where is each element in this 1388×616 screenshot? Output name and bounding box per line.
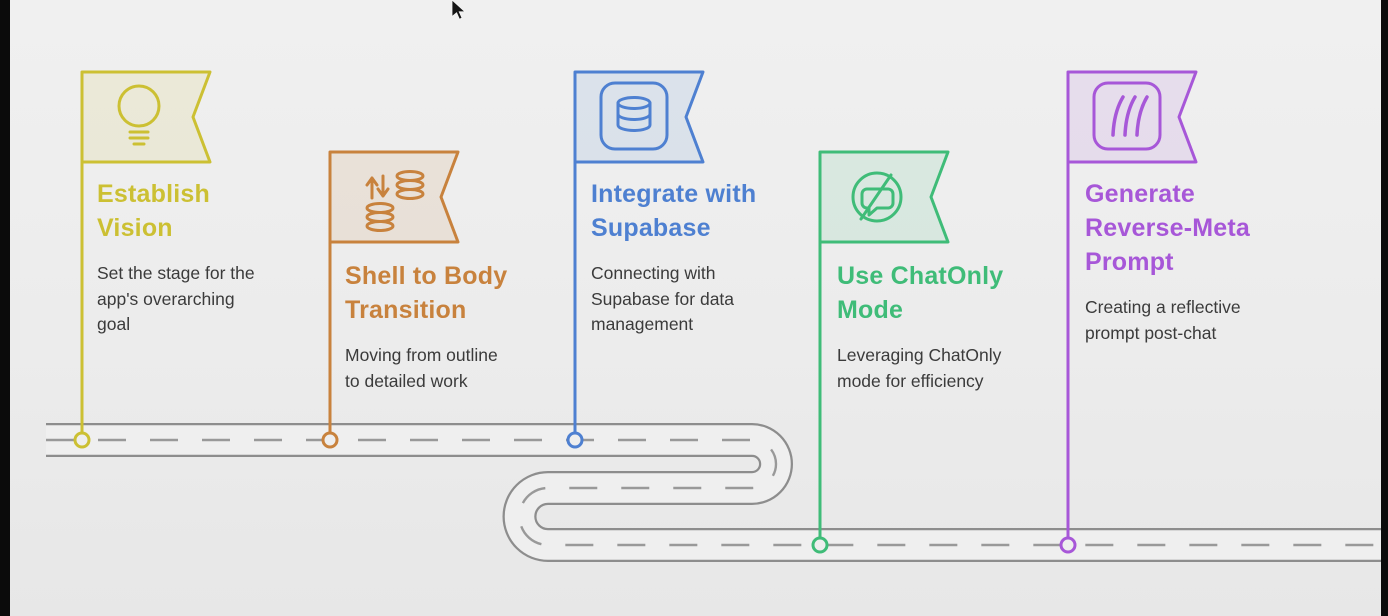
- milestone-description: Connecting with Supabase for data manage…: [591, 263, 735, 334]
- flag-banner: [328, 150, 460, 244]
- road-connector-dot: [811, 536, 829, 554]
- milestone-title: Use ChatOnly Mode: [837, 262, 1004, 324]
- milestone-reverse-meta-prompt-label: Generate Reverse-Meta Prompt Creating a …: [1085, 177, 1300, 346]
- milestone-shell-to-body-flag: [321, 150, 460, 449]
- flag-banner: [818, 150, 950, 244]
- road-connector-dot: [1059, 536, 1077, 554]
- mouse-cursor-icon: [451, 0, 466, 20]
- flag-banner: [80, 70, 212, 164]
- milestone-title: Integrate with Supabase: [591, 180, 757, 242]
- milestone-description: Moving from outline to detailed work: [345, 345, 498, 391]
- sync-stacks-icon: [365, 170, 425, 232]
- road-connector-dot: [321, 431, 339, 449]
- milestone-establish-vision-flag: [73, 70, 212, 449]
- milestone-integrate-supabase-flag: [566, 70, 705, 449]
- milestone-title: Establish Vision: [97, 180, 210, 242]
- road-centerline: [46, 438, 1388, 547]
- frame-right-bar: [1381, 0, 1388, 616]
- milestone-description: Leveraging ChatOnly mode for efficiency: [837, 345, 1002, 391]
- milestone-establish-vision-label: Establish Vision Set the stage for the a…: [97, 177, 307, 338]
- road: [46, 423, 1388, 562]
- milestone-description: Creating a reflective prompt post-chat: [1085, 297, 1241, 343]
- frame-left-bar: [0, 0, 10, 616]
- road-connector-dot: [566, 431, 584, 449]
- milestone-title: Shell to Body Transition: [345, 262, 508, 324]
- milestone-shell-to-body-label: Shell to Body Transition Moving from out…: [345, 259, 555, 394]
- flag-banner: [573, 70, 705, 164]
- flag-banner: [1066, 70, 1198, 164]
- milestone-integrate-supabase-label: Integrate with Supabase Connecting with …: [591, 177, 801, 338]
- chat-disabled-icon: [851, 171, 903, 223]
- milestone-description: Set the stage for the app's overarching …: [97, 263, 255, 334]
- milestone-chatonly-mode-flag: [811, 150, 950, 554]
- milestone-reverse-meta-prompt-flag: [1059, 70, 1198, 554]
- database-icon: [599, 81, 669, 151]
- lightbulb-icon: [117, 84, 161, 146]
- road-connector-dot: [73, 431, 91, 449]
- milestone-chatonly-mode-label: Use ChatOnly Mode Leveraging ChatOnly mo…: [837, 259, 1052, 394]
- reverse-strokes-icon: [1092, 81, 1162, 151]
- milestone-title: Generate Reverse-Meta Prompt: [1085, 180, 1250, 276]
